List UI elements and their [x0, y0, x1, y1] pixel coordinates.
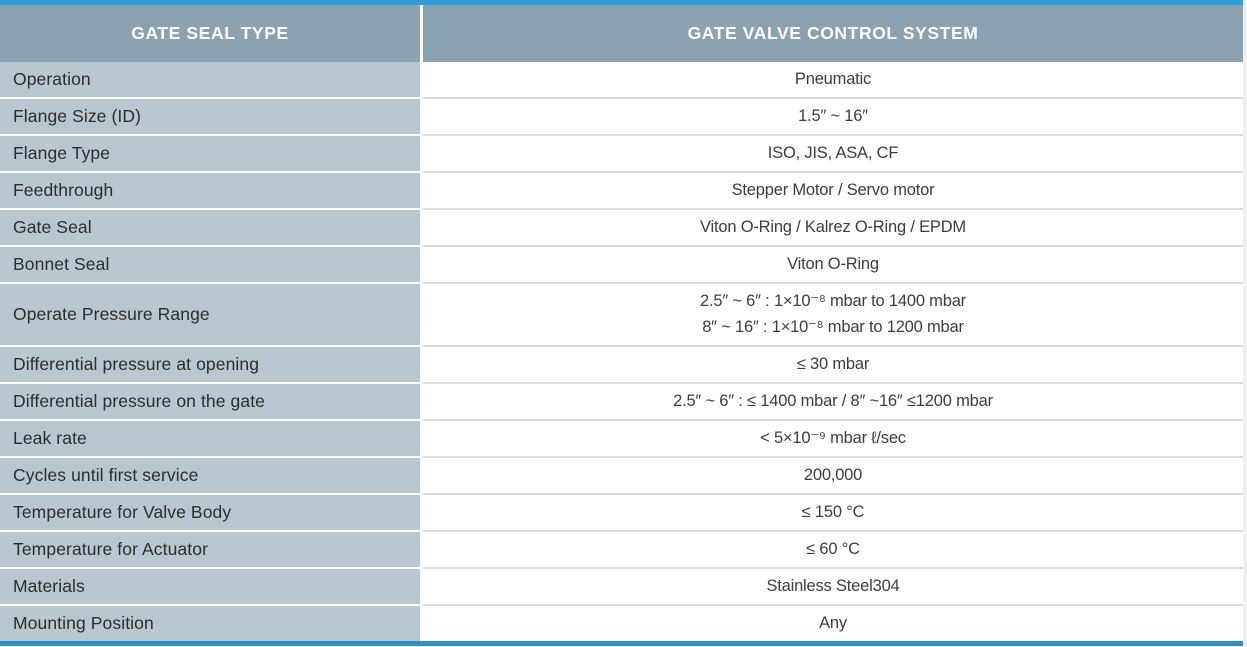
table-row: Temperature for Actuator ≤ 60 °C	[0, 532, 1243, 569]
row-label: Differential pressure at opening	[0, 347, 420, 384]
row-value-line: 2.5″ ~ 6″ : 1×10⁻⁸ mbar to 1400 mbar	[700, 291, 966, 310]
table-row: Leak rate < 5×10⁻⁹ mbar ℓ/sec	[0, 421, 1243, 458]
row-label: Cycles until first service	[0, 458, 420, 495]
row-value: ≤ 150 °C	[423, 495, 1243, 532]
row-label: Temperature for Valve Body	[0, 495, 420, 532]
table-row: Differential pressure at opening ≤ 30 mb…	[0, 347, 1243, 384]
row-value: Viton O-Ring / Kalrez O-Ring / EPDM	[423, 210, 1243, 247]
row-label: Materials	[0, 569, 420, 606]
table-row: Differential pressure on the gate 2.5″ ~…	[0, 384, 1243, 421]
row-value: Viton O-Ring	[423, 247, 1243, 284]
table-body: Operation Pneumatic Flange Size (ID) 1.5…	[0, 62, 1243, 641]
table-row: Mounting Position Any	[0, 606, 1243, 641]
row-value: Any	[423, 606, 1243, 641]
table-row: Operate Pressure Range 2.5″ ~ 6″ : 1×10⁻…	[0, 284, 1243, 347]
table-row: Materials Stainless Steel304	[0, 569, 1243, 606]
row-value: 200,000	[423, 458, 1243, 495]
row-value: Pneumatic	[423, 62, 1243, 99]
table-row: Temperature for Valve Body ≤ 150 °C	[0, 495, 1243, 532]
row-value: Stainless Steel304	[423, 569, 1243, 606]
row-label: Flange Type	[0, 136, 420, 173]
header-gate-valve-control-system: GATE VALVE CONTROL SYSTEM	[423, 5, 1243, 62]
table-header-row: GATE SEAL TYPE GATE VALVE CONTROL SYSTEM	[0, 5, 1243, 62]
row-value: ≤ 30 mbar	[423, 347, 1243, 384]
row-label: Leak rate	[0, 421, 420, 458]
row-value: 1.5″ ~ 16″	[423, 99, 1243, 136]
table-row: Flange Type ISO, JIS, ASA, CF	[0, 136, 1243, 173]
row-value: Stepper Motor / Servo motor	[423, 173, 1243, 210]
row-value: 2.5″ ~ 6″ : ≤ 1400 mbar / 8″ ~16″ ≤1200 …	[423, 384, 1243, 421]
row-label: Temperature for Actuator	[0, 532, 420, 569]
row-label: Differential pressure on the gate	[0, 384, 420, 421]
table-row: Gate Seal Viton O-Ring / Kalrez O-Ring /…	[0, 210, 1243, 247]
table-row: Bonnet Seal Viton O-Ring	[0, 247, 1243, 284]
row-label: Mounting Position	[0, 606, 420, 641]
table-row: Feedthrough Stepper Motor / Servo motor	[0, 173, 1243, 210]
table-row: Cycles until first service 200,000	[0, 458, 1243, 495]
row-label: Flange Size (ID)	[0, 99, 420, 136]
row-label: Gate Seal	[0, 210, 420, 247]
header-gate-seal-type: GATE SEAL TYPE	[0, 5, 420, 62]
row-value: ISO, JIS, ASA, CF	[423, 136, 1243, 173]
table-row: Flange Size (ID) 1.5″ ~ 16″	[0, 99, 1243, 136]
row-value: 2.5″ ~ 6″ : 1×10⁻⁸ mbar to 1400 mbar 8″ ~…	[423, 284, 1243, 347]
table-row: Operation Pneumatic	[0, 62, 1243, 99]
row-label: Operation	[0, 62, 420, 99]
row-value: ≤ 60 °C	[423, 532, 1243, 569]
row-label: Feedthrough	[0, 173, 420, 210]
row-label: Bonnet Seal	[0, 247, 420, 284]
row-value: < 5×10⁻⁹ mbar ℓ/sec	[423, 421, 1243, 458]
row-value-line: 8″ ~ 16″ : 1×10⁻⁸ mbar to 1200 mbar	[702, 317, 964, 336]
row-label: Operate Pressure Range	[0, 284, 420, 347]
